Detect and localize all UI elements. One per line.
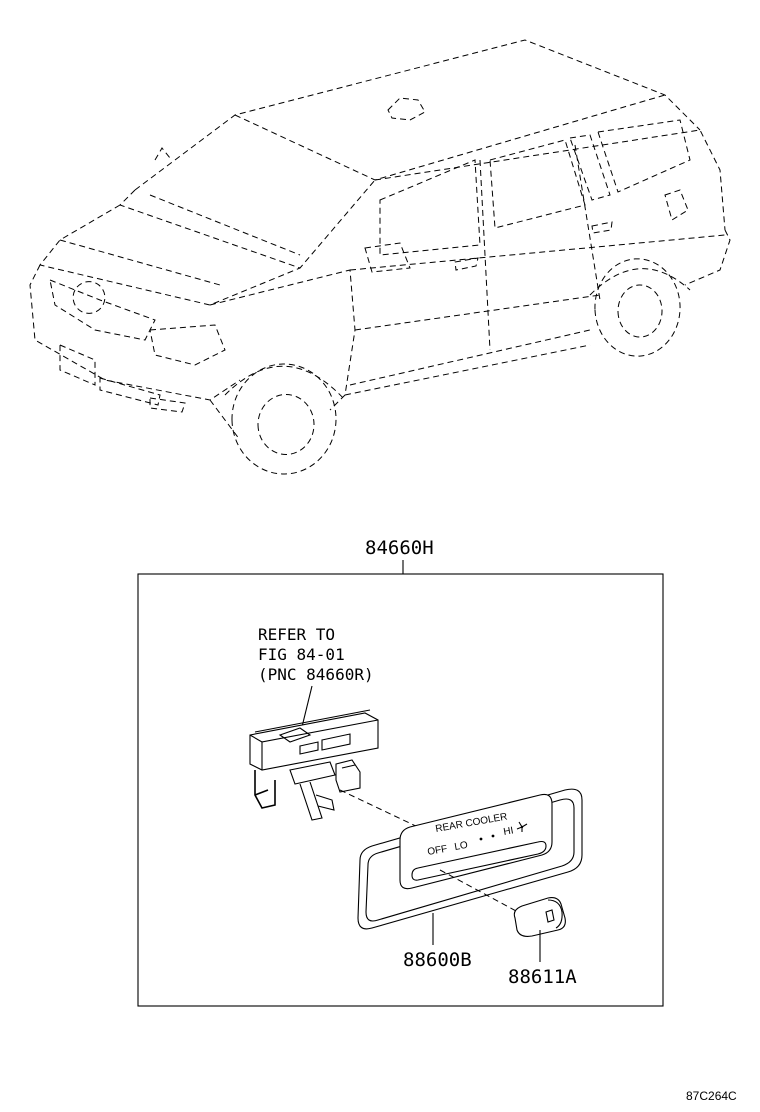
knob-alignment-guide xyxy=(439,869,519,913)
knob-illustration xyxy=(513,897,566,937)
assembly-frame xyxy=(137,573,664,1007)
panel-part-number[interactable]: 88600B xyxy=(403,949,472,971)
vehicle-illustration xyxy=(29,39,731,475)
refer-note-line2: FIG 84-01 xyxy=(258,645,345,664)
knob-part-number[interactable]: 88611A xyxy=(508,966,577,988)
rear-cooler-panel: REAR COOLER OFF LO HI xyxy=(357,788,583,930)
switch-unit-illustration xyxy=(249,709,379,821)
panel-dot-1 xyxy=(479,837,483,841)
panel-off-text: OFF xyxy=(427,844,449,858)
assembly-part-number[interactable]: 84660H xyxy=(365,537,434,559)
panel-lo-text: LO xyxy=(454,840,469,853)
panel-hi-text: HI xyxy=(503,825,515,838)
figure-code: 87C264C xyxy=(686,1089,737,1103)
fan-icon xyxy=(516,821,528,832)
alignment-guide xyxy=(339,789,421,829)
refer-note-line1: REFER TO xyxy=(258,625,335,644)
panel-dot-2 xyxy=(491,834,495,838)
refer-note[interactable]: REFER TO FIG 84-01 (PNC 84660R) xyxy=(258,625,374,684)
refer-note-line3: (PNC 84660R) xyxy=(258,665,374,684)
